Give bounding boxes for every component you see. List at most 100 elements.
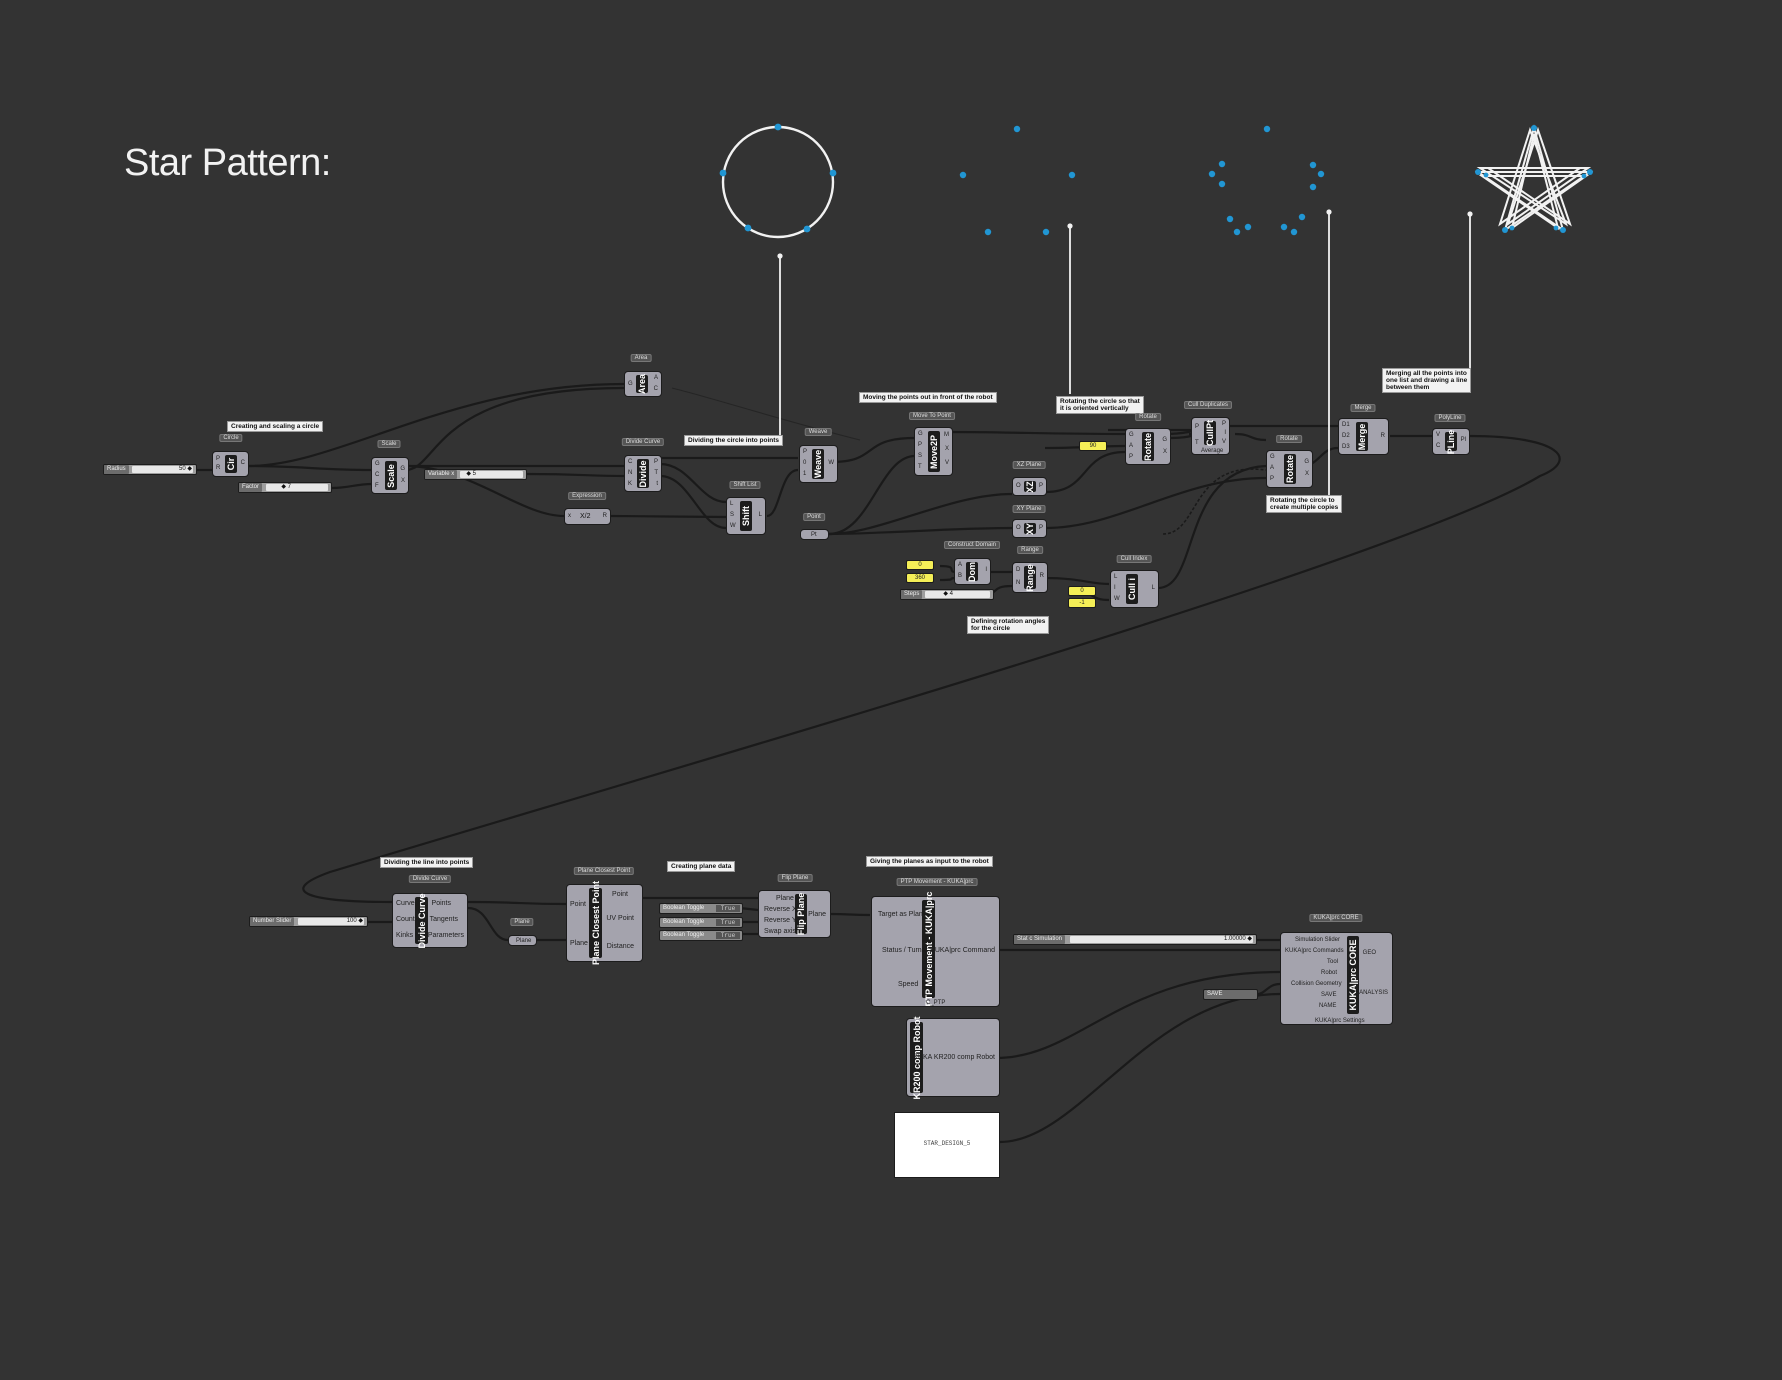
port-label: S bbox=[730, 512, 735, 518]
component-label-bar: Cull i bbox=[1126, 574, 1138, 604]
toggle-value[interactable]: True bbox=[716, 919, 740, 926]
component-label-bar: Divide Curve bbox=[415, 893, 428, 948]
slider-track[interactable] bbox=[298, 918, 364, 925]
cull-index-panel-b[interactable]: -1 bbox=[1068, 598, 1096, 608]
boolean-toggle-reverse-x[interactable]: Boolean Toggle True bbox=[659, 903, 743, 914]
slider-track[interactable] bbox=[925, 591, 990, 598]
port-label: D bbox=[1016, 567, 1021, 573]
toggle-value[interactable]: True bbox=[716, 905, 740, 912]
component-label-bar: Divide bbox=[637, 459, 649, 488]
port-label: G bbox=[1129, 432, 1134, 438]
note-rotating-vertical: Rotating the circle so that it is orient… bbox=[1056, 396, 1144, 415]
port-label: Point bbox=[570, 901, 586, 908]
kuka-core-component[interactable]: Simulation Slider KUKA|prc Commands Tool… bbox=[1280, 932, 1393, 1025]
port-label: t bbox=[656, 481, 658, 487]
plane-param[interactable]: Plane bbox=[508, 935, 537, 946]
polyline-component[interactable]: V C PLine Pl bbox=[1432, 428, 1470, 455]
divide-curve-2-component[interactable]: Curve Count Kinks Divide Curve Points Ta… bbox=[392, 893, 468, 948]
component-label: Shift bbox=[741, 506, 751, 526]
xz-plane-component[interactable]: O XZ P bbox=[1012, 477, 1047, 496]
variable-slider[interactable]: Variable x ◆ 5 bbox=[424, 469, 527, 480]
slider-value: 100 ◆ bbox=[346, 918, 363, 924]
port-label: P bbox=[216, 456, 221, 462]
expression-component[interactable]: x X/2 R bbox=[564, 508, 611, 525]
flip-plane-component[interactable]: Plane Reverse X Reverse Y Swap axis Flip… bbox=[758, 890, 831, 938]
port-label: T bbox=[654, 470, 658, 476]
slider-label: Factor bbox=[239, 483, 263, 492]
range-component[interactable]: D N Range R bbox=[1012, 562, 1048, 593]
domain-end-panel[interactable]: 360 bbox=[906, 573, 934, 583]
slider-label: Variable x bbox=[425, 470, 458, 479]
circle-preview bbox=[719, 123, 837, 239]
cull-index-component[interactable]: L I W Cull i L bbox=[1110, 570, 1159, 608]
angle-panel[interactable]: 90 bbox=[1079, 441, 1107, 451]
divide-curve-2-tag: Divide Curve bbox=[408, 875, 452, 883]
output-name-panel[interactable]: STAR_DESIGN_5 bbox=[894, 1112, 1000, 1178]
move-to-point-component[interactable]: G P S T Move2P M X V bbox=[914, 427, 953, 476]
port-label: Simulation Slider bbox=[1295, 937, 1341, 943]
plane-closest-point-component[interactable]: Point Plane Plane Closest Point Point UV… bbox=[566, 881, 643, 965]
component-label-bar: Cir bbox=[225, 455, 237, 473]
cull-duplicates-component[interactable]: P T CullPt P I V Average bbox=[1191, 417, 1230, 455]
port-label: M bbox=[944, 432, 949, 438]
rotate-vertical-component[interactable]: G A P Rotate G X bbox=[1125, 428, 1171, 465]
steps-slider[interactable]: Steps ◆ 4 bbox=[900, 589, 994, 600]
component-label: XZ bbox=[1025, 480, 1035, 493]
number-slider[interactable]: Number Slider 100 ◆ bbox=[249, 916, 368, 927]
component-label-bar: Flip Plane bbox=[795, 893, 807, 935]
port-label: X bbox=[1162, 449, 1167, 455]
scale-component[interactable]: G C F Scale G X bbox=[371, 457, 409, 494]
component-label: Cull i bbox=[1127, 578, 1137, 600]
construct-domain-component[interactable]: A B Dom I bbox=[954, 558, 991, 585]
ptp-movement-component[interactable]: Target as Plane Status / Turn Speed PTP … bbox=[871, 892, 1000, 1007]
slider-value: 1.00000 ◆ bbox=[1224, 936, 1252, 942]
port-label: Plane bbox=[570, 940, 588, 947]
port-label: B bbox=[958, 573, 963, 579]
merge-component[interactable]: D1 D2 D3 Merge R bbox=[1338, 418, 1389, 455]
point-param[interactable]: Pt bbox=[800, 529, 829, 540]
simulation-slider[interactable]: Stat c Simulation 1.00000 ◆ bbox=[1013, 934, 1257, 945]
boolean-toggle-swap-axis[interactable]: Boolean Toggle True bbox=[659, 930, 743, 941]
port-label: NAME bbox=[1319, 1003, 1337, 1009]
port-label: X bbox=[1304, 471, 1309, 477]
save-button[interactable]: SAVE bbox=[1203, 989, 1258, 1000]
port-label: R bbox=[216, 465, 221, 471]
port-label: I bbox=[1114, 585, 1116, 591]
toggle-value[interactable]: True bbox=[716, 932, 740, 939]
port-label: D2 bbox=[1342, 433, 1350, 439]
divide-curve-component[interactable]: C N K Divide P T t bbox=[624, 455, 662, 492]
port-label: C bbox=[240, 460, 245, 466]
range-tag: Range bbox=[1017, 546, 1043, 554]
port-label: D1 bbox=[1342, 422, 1350, 428]
port-label: O bbox=[1016, 483, 1021, 489]
weave-component[interactable]: P 0 1 Weave W bbox=[799, 445, 838, 483]
component-label: XY bbox=[1025, 522, 1035, 535]
port-label: P bbox=[1221, 421, 1226, 427]
rotate-copies-component[interactable]: G A P Rotate G X bbox=[1266, 450, 1313, 488]
area-component[interactable]: G Area A C bbox=[624, 371, 662, 397]
factor-slider[interactable]: Factor ◆ 7 bbox=[238, 482, 332, 493]
component-label: PLine bbox=[1446, 429, 1456, 454]
cull-duplicates-tag: Cull Duplicates bbox=[1183, 401, 1233, 409]
port-label: C_PTP bbox=[926, 1000, 946, 1006]
boolean-toggle-reverse-y[interactable]: Boolean Toggle True bbox=[659, 917, 743, 928]
rotate-copies-tag: Rotate bbox=[1276, 435, 1302, 443]
port-label: T bbox=[918, 464, 922, 470]
circle-component[interactable]: P R Cir C bbox=[212, 451, 249, 477]
component-label: KUKA|prc CORE bbox=[1348, 939, 1358, 1011]
slider-track[interactable] bbox=[132, 466, 193, 473]
port-label: Count bbox=[396, 916, 415, 923]
robot-component[interactable]: KR200 comp Robot KUKA KR200 comp Robot bbox=[906, 1016, 1000, 1099]
slider-track[interactable] bbox=[266, 484, 328, 491]
cull-index-panel-a[interactable]: 0 bbox=[1068, 586, 1096, 596]
port-label: SAVE bbox=[1321, 992, 1337, 998]
slider-track[interactable] bbox=[1070, 936, 1253, 943]
port-label: W bbox=[1114, 596, 1120, 602]
xy-plane-component[interactable]: O XY P bbox=[1012, 519, 1047, 538]
port-label: F bbox=[375, 483, 379, 489]
domain-start-panel[interactable]: 0 bbox=[906, 560, 934, 570]
shift-list-component[interactable]: L S W Shift L bbox=[726, 497, 766, 535]
radius-slider[interactable]: Radius 50 ◆ bbox=[103, 464, 197, 475]
slider-track[interactable] bbox=[460, 471, 523, 478]
